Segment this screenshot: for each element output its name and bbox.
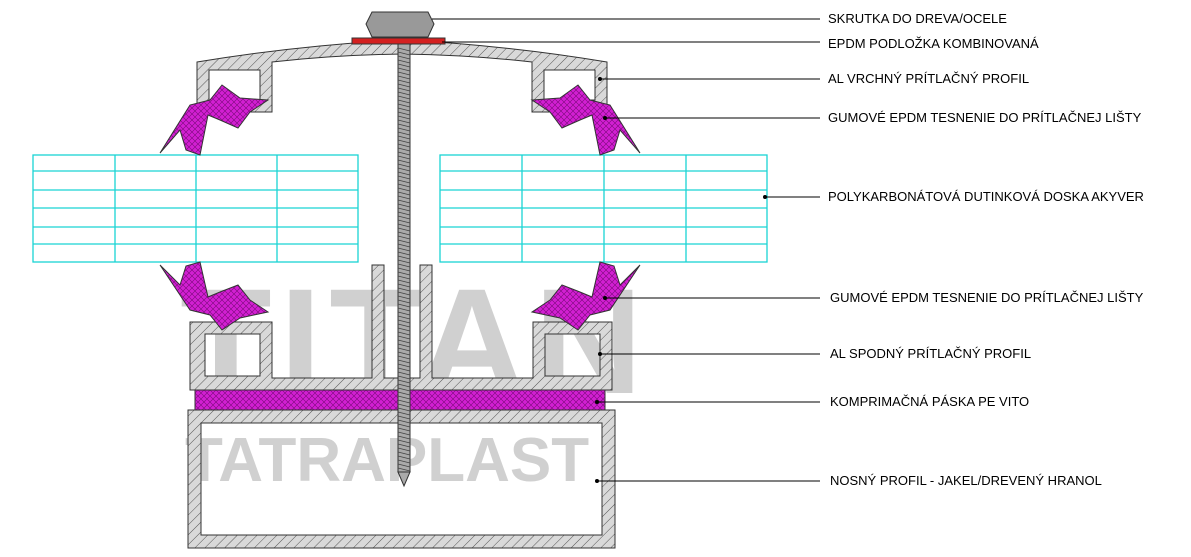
panel-right: [439, 154, 768, 263]
screw: [351, 11, 446, 488]
label-panel: POLYKARBONÁTOVÁ DUTINKOVÁ DOSKA AKYVER: [828, 189, 1144, 204]
label-bottom-profile: AL SPODNÝ PRÍTLAČNÝ PROFIL: [830, 346, 1032, 361]
bottom-profile: [189, 264, 613, 391]
leader-lines: [432, 18, 820, 482]
label-bottom-gasket: GUMOVÉ EPDM TESNENIE DO PRÍTLAČNEJ LIŠTY: [830, 290, 1144, 305]
top-gasket-left: [159, 84, 270, 156]
watermark-tatraplast: TATRAPLAST: [185, 426, 590, 495]
epdm-washer: [351, 37, 446, 45]
label-top-gasket: GUMOVÉ EPDM TESNENIE DO PRÍTLAČNEJ LIŠTY: [828, 110, 1142, 125]
panel-left: [32, 154, 359, 263]
label-tape: KOMPRIMAČNÁ PÁSKA PE VITO: [830, 394, 1030, 409]
top-gasket-right: [530, 84, 641, 156]
bottom-gasket-left: [159, 261, 270, 331]
label-top-profile: AL VRCHNÝ PRÍTLAČNÝ PROFIL: [828, 71, 1030, 86]
label-washer: EPDM PODLOŽKA KOMBINOVANÁ: [828, 36, 1039, 51]
label-screw: SKRUTKA DO DREVA/OCELE: [828, 11, 1007, 26]
label-support: NOSNÝ PROFIL - JAKEL/DREVENÝ HRANOL: [830, 473, 1102, 488]
bottom-gasket-right: [530, 261, 641, 331]
